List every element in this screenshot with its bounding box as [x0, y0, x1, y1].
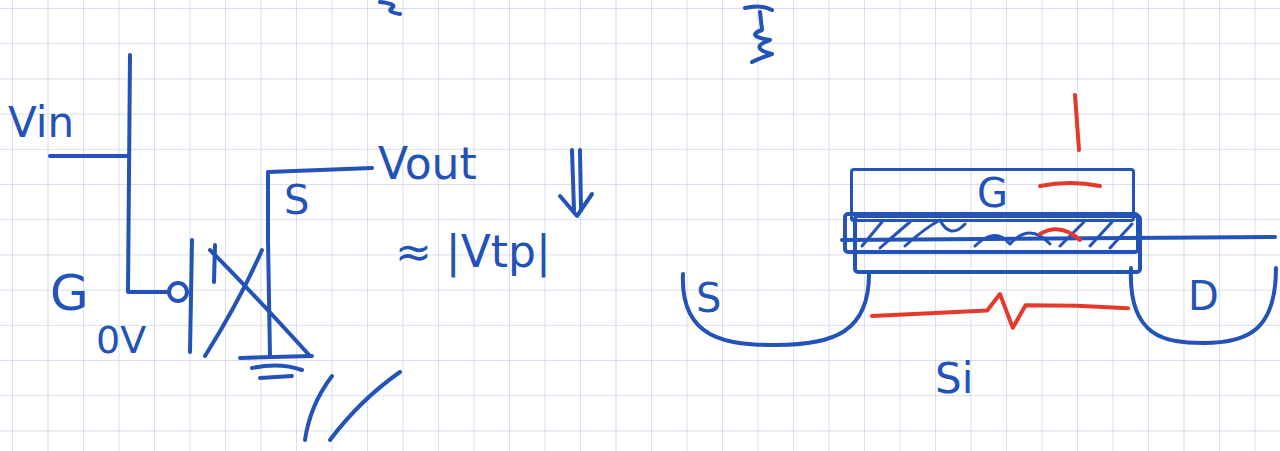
node-label: S [696, 278, 872, 318]
ground-symbol [240, 356, 312, 378]
handwritten-label: G [50, 266, 89, 321]
gate-stack-outline [855, 216, 1140, 272]
cross-out-scribble [210, 250, 310, 356]
doped-well: S [680, 268, 872, 348]
red-oxide-mark [1040, 229, 1080, 240]
node-label: G [853, 173, 1132, 213]
handwritten-label: Vin [8, 100, 74, 146]
doped-well: D [1128, 262, 1279, 346]
oxide-hatch [862, 220, 1132, 248]
channel-connector [872, 294, 1128, 328]
node-label: D [1128, 276, 1279, 316]
handwritten-label: Vout [378, 140, 477, 188]
handwritten-label: 0V [96, 320, 146, 362]
break-mark [330, 372, 400, 440]
wire [268, 168, 372, 240]
cross-out-scribble [205, 250, 262, 356]
handwritten-label: Si [935, 356, 973, 402]
pmos-bubble [169, 283, 187, 301]
ground-symbol [745, 6, 772, 62]
arrow-shaft [572, 150, 581, 210]
break-mark [305, 376, 332, 440]
red-gate-contact [1075, 95, 1079, 150]
red-gate-charge [1040, 183, 1100, 186]
channel-line [214, 245, 215, 282]
channel-line [268, 240, 270, 356]
ground-symbol [380, 2, 400, 14]
handwritten-label: S [284, 178, 309, 222]
wire [128, 55, 168, 292]
gate-plate [190, 240, 192, 352]
wire [50, 154, 128, 158]
arrow-head [560, 194, 592, 216]
silicon-surface [842, 237, 1275, 240]
gate-box: G [850, 168, 1135, 222]
handwritten-label: ≈ |Vtp| [395, 228, 551, 276]
